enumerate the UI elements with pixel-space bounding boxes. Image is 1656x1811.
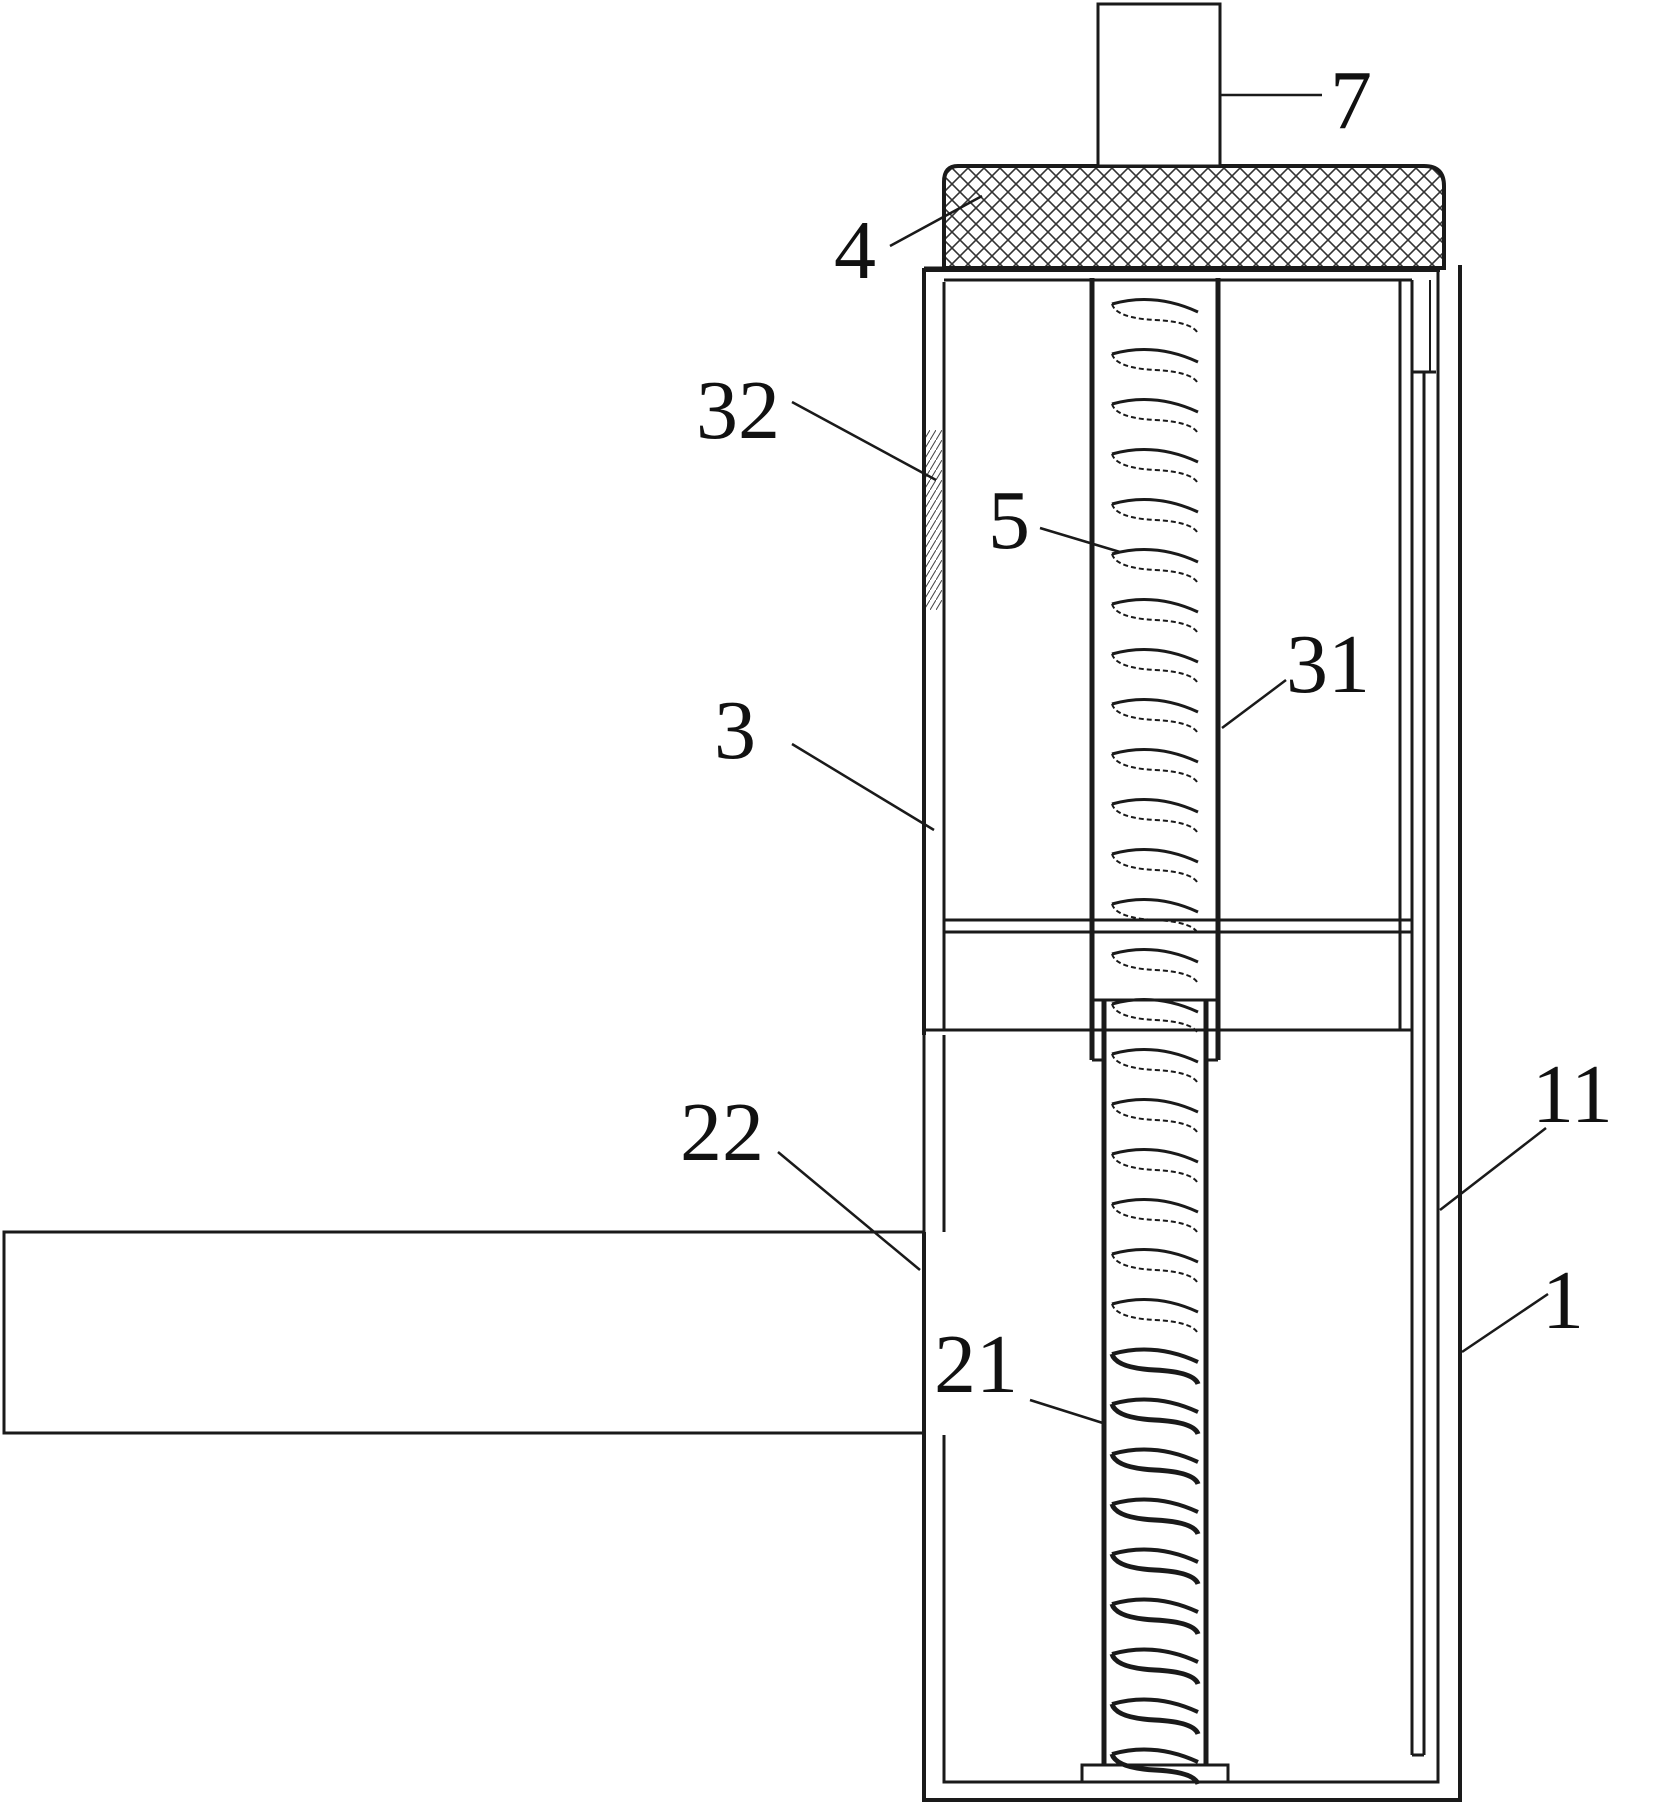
label-5: 5 [988,474,1030,567]
spring-coil [1111,503,1199,535]
spring-coil [1111,1303,1199,1335]
spring-coil [1109,1352,1201,1386]
spring-coil [1111,453,1199,485]
label-21: 21 [934,1318,1018,1411]
spring-coil [1111,1203,1199,1235]
spring-coil [1111,703,1199,735]
spring-coil-back [1111,1298,1199,1314]
spring-coil-back [1111,1747,1199,1764]
spring-coil [1111,1003,1199,1035]
spring-coil [1109,1402,1201,1436]
spring-coil [1111,903,1199,935]
spring-coil-back [1111,1447,1199,1464]
side-guide-11 [1410,280,1436,1757]
spring-coil [1111,403,1199,435]
spring-coil-back [1111,1347,1199,1364]
spring-coil-back [1111,1048,1199,1064]
spring-coil [1111,853,1199,885]
spring-coil [1109,1752,1201,1786]
spring-coil-back [1111,1098,1199,1114]
spring-coil [1111,1053,1199,1085]
leader-lines [777,93,1549,1426]
spring-coil-back [1111,598,1199,614]
spring-coil-back [1111,848,1199,864]
spring-coil-back [1111,748,1199,764]
spring-coil-back [1111,1198,1199,1214]
spring-coil-back [1111,1148,1199,1164]
spring-coil [1111,803,1199,835]
inlet-pipe-22 [2,1230,924,1435]
label-22: 22 [680,1086,764,1179]
spring-coil-back [1111,948,1199,964]
spring-coil [1111,603,1199,635]
spring-coil-back [1111,698,1199,714]
tube-21 [1080,998,1230,1784]
spring-coil [1111,653,1199,685]
spring-coil-back [1111,498,1199,514]
spring-coil [1109,1602,1201,1636]
spring-coil [1109,1452,1201,1486]
label-3: 3 [714,684,756,777]
spring-coil-back [1111,548,1199,564]
spring-coil-back [1111,1248,1199,1264]
spring-coil-back [1111,1697,1199,1714]
spring-coil-back [1111,1497,1199,1514]
spring-coil [1109,1502,1201,1536]
label-1: 1 [1542,1254,1584,1347]
spring-coil [1109,1652,1201,1686]
spring-coil-back [1111,298,1199,314]
spring-coil-back [1111,898,1199,914]
label-7: 7 [1330,54,1372,147]
spring-coil [1111,1103,1199,1135]
spring-coil [1111,303,1199,335]
spring-coil-back [1111,1647,1199,1664]
spring-coil-back [1111,1397,1199,1414]
label-11: 11 [1532,1048,1613,1141]
spring-coil [1111,753,1199,785]
spring-coil [1111,1253,1199,1285]
label-32: 32 [696,364,780,457]
rod-7 [1096,2,1222,168]
label-31: 31 [1286,618,1370,711]
spring-coil-back [1111,798,1199,814]
spring-coil-back [1111,998,1199,1014]
spring-coil-back [1111,398,1199,414]
spring-coil [1109,1552,1201,1586]
spring-coil [1111,953,1199,985]
spring-coil-back [1111,1547,1199,1564]
spring-coil-back [1111,648,1199,664]
spring-coil [1111,553,1199,585]
reference-numerals: 7 4 32 5 31 3 22 11 1 21 [680,54,1613,1411]
spring-coil [1111,1153,1199,1185]
label-4: 4 [834,204,876,297]
spring-coil [1109,1702,1201,1736]
spring-coil-back [1111,348,1199,364]
spring-5 [1109,298,1201,1786]
spring-coil [1111,353,1199,385]
spring-coil-back [1111,448,1199,464]
top-block-4 [942,164,1446,270]
spring-coil-back [1111,1597,1199,1614]
